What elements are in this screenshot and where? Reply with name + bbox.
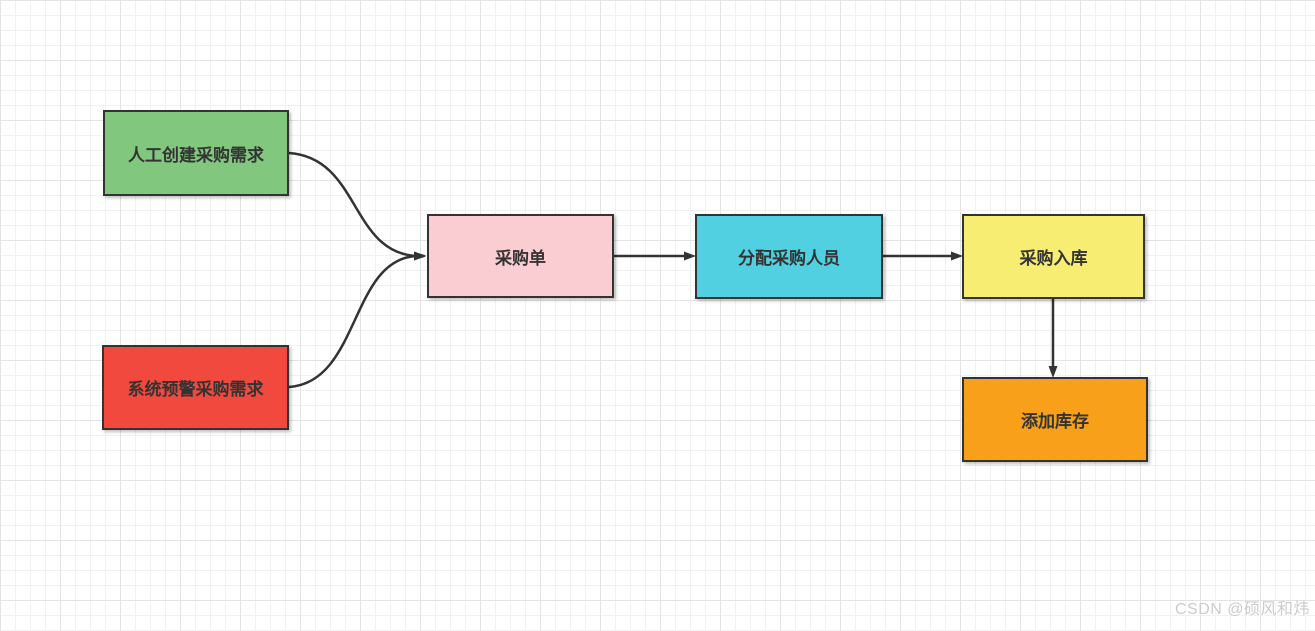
flow-node-label: 分配采购人员 [738,249,840,268]
flow-node-label: 采购入库 [1019,249,1088,268]
edge-alert-to-order [288,251,426,389]
flow-node-add-stock: 添加库存 [962,377,1148,462]
flow-node-assign-buyer: 分配采购人员 [695,214,883,299]
flow-node-purchase-order: 采购单 [427,214,614,298]
flow-node-label: 系统预警采购需求 [127,380,264,399]
csdn-watermark: CSDN @硕风和炜 [1174,601,1310,618]
flow-node-system-alert-demand: 系统预警采购需求 [102,345,289,430]
flow-node-manual-create-demand: 人工创建采购需求 [103,110,289,196]
flow-node-label: 人工创建采购需求 [128,145,264,165]
edge-manual-to-order [288,151,426,261]
flow-node-label: 采购单 [495,248,546,268]
flow-node-label: 添加库存 [1021,412,1089,431]
flow-node-purchase-inbound: 采购入库 [962,214,1145,299]
